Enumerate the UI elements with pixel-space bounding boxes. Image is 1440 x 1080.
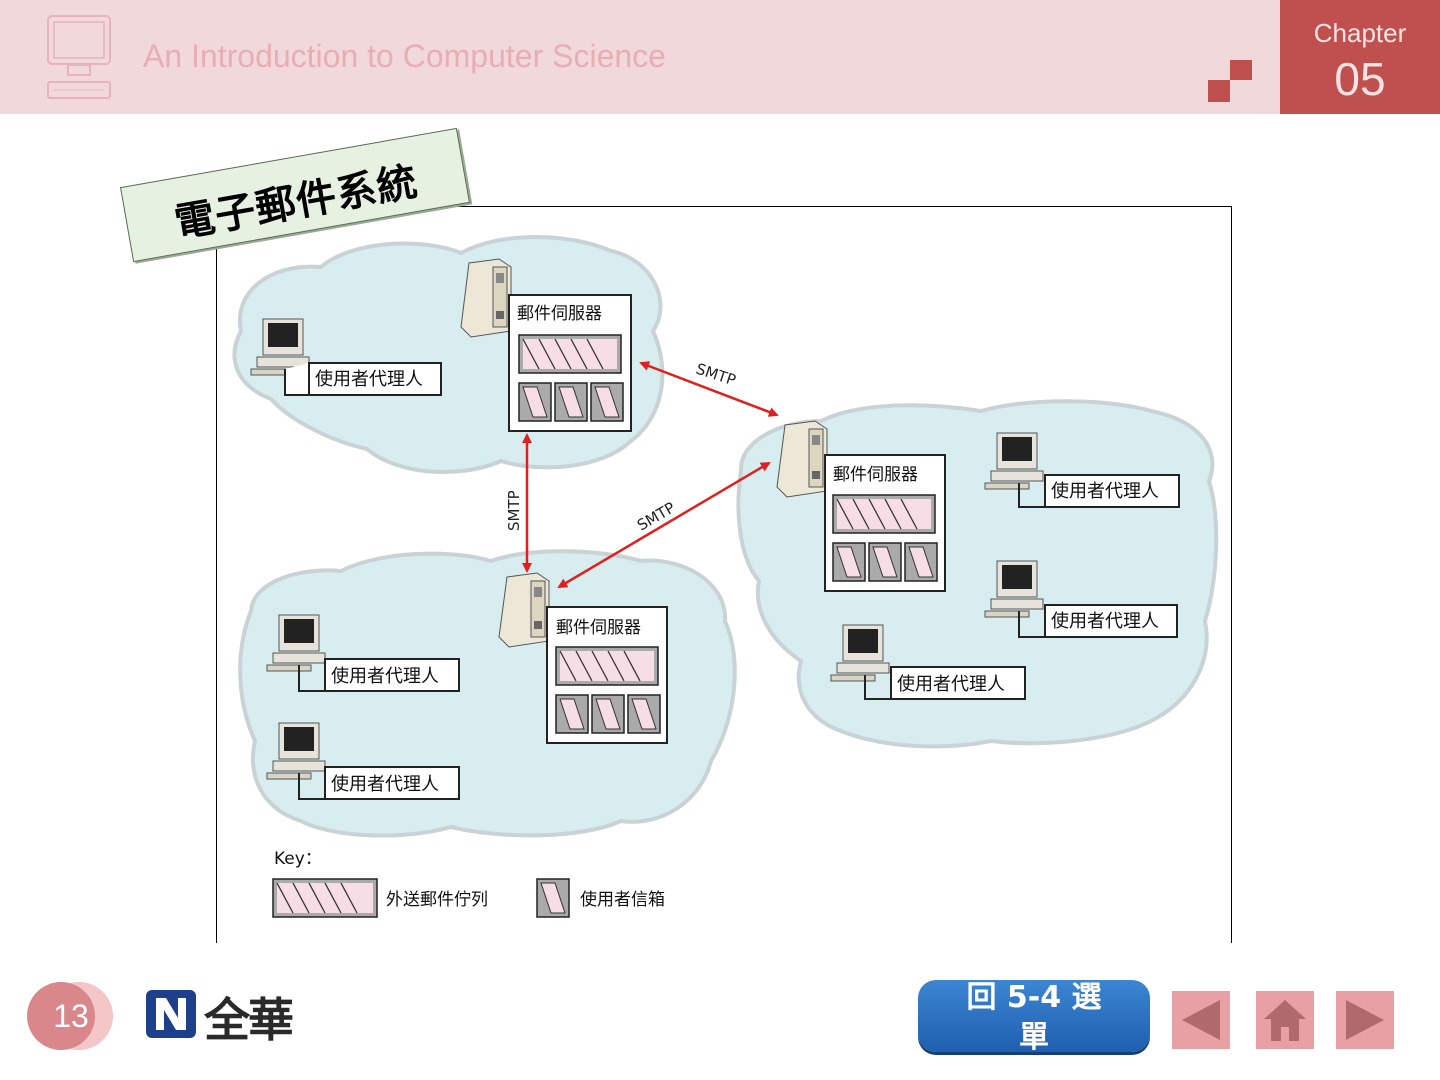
user-mailboxes	[555, 694, 661, 734]
mail-server-label: 郵件伺服器	[556, 618, 641, 638]
user-agent: 使用者代理人	[984, 432, 1180, 508]
user-agent-label: 使用者代理人	[331, 774, 439, 795]
legend-queue-label: 外送郵件佇列	[386, 890, 488, 910]
legend-key-label: Key：	[274, 849, 322, 869]
smtp-arrow-diagonal	[557, 461, 771, 589]
computer-icon	[984, 432, 1044, 490]
chapter-number: 05	[1334, 53, 1386, 105]
decorative-squares-icon	[1208, 60, 1252, 102]
home-icon	[1264, 1000, 1306, 1041]
legend-mailbox-swatch	[536, 878, 570, 918]
computer-icon	[984, 560, 1044, 618]
email-system-diagram: SMTP SMTP SMTP 郵件伺服器	[232, 235, 1219, 918]
course-title: An Introduction to Computer Science	[143, 38, 666, 74]
mail-server-bottom: 郵件伺服器	[498, 572, 668, 744]
user-mailboxes	[832, 542, 938, 582]
header-bar: An Introduction to Computer Science Chap…	[0, 0, 1440, 114]
mail-server-right: 郵件伺服器	[776, 420, 946, 592]
smtp-label-vertical: SMTP	[505, 490, 523, 531]
server-icon	[498, 572, 550, 648]
server-icon	[460, 258, 512, 338]
user-agent-label: 使用者代理人	[315, 369, 423, 390]
user-agent: 使用者代理人	[830, 624, 1026, 700]
home-button[interactable]	[1256, 991, 1314, 1049]
prev-arrow-icon	[1182, 1000, 1220, 1040]
user-agent-label: 使用者代理人	[1051, 481, 1159, 502]
computer-icon	[830, 624, 890, 682]
chapter-badge: Chapter 05	[1280, 0, 1440, 114]
outgoing-queue	[832, 494, 936, 534]
publisher-logo-icon	[146, 990, 196, 1038]
computer-outline-icon	[47, 15, 111, 99]
user-agent: 使用者代理人	[266, 722, 460, 800]
prev-slide-button[interactable]	[1172, 991, 1230, 1049]
chapter-label: Chapter	[1313, 18, 1407, 48]
mail-server-label: 郵件伺服器	[833, 465, 918, 485]
server-icon	[776, 420, 828, 498]
smtp-arrow-top-right	[639, 361, 779, 417]
diagram-frame: SMTP SMTP SMTP 郵件伺服器	[216, 206, 1232, 943]
user-agent-label: 使用者代理人	[331, 666, 439, 687]
back-to-menu-button[interactable]: 回 5-4 選單	[918, 980, 1150, 1052]
user-mailboxes	[518, 382, 624, 422]
user-agent: 使用者代理人	[984, 560, 1178, 638]
user-agent: 使用者代理人	[266, 614, 460, 692]
next-arrow-icon	[1346, 1000, 1384, 1040]
publisher-name: 全華	[204, 993, 294, 1047]
outgoing-queue	[518, 334, 622, 374]
next-slide-button[interactable]	[1336, 991, 1394, 1049]
legend-queue-swatch	[272, 878, 378, 918]
back-to-menu-label: 回 5-4 選單	[966, 980, 1102, 1052]
user-agent: 使用者代理人	[250, 318, 442, 396]
user-agent-label: 使用者代理人	[897, 674, 1005, 695]
outgoing-queue	[555, 646, 659, 686]
computer-icon	[266, 722, 326, 780]
mail-server-label: 郵件伺服器	[517, 304, 602, 324]
page-number: 13	[53, 998, 89, 1034]
legend-mailbox-label: 使用者信箱	[580, 889, 665, 910]
computer-icon	[266, 614, 326, 672]
legend: Key： 外送郵件佇列 使用者信箱	[272, 849, 665, 918]
user-agent-label: 使用者代理人	[1051, 611, 1159, 632]
page-number-badge	[27, 982, 113, 1050]
mail-server-top: 郵件伺服器	[460, 258, 632, 432]
